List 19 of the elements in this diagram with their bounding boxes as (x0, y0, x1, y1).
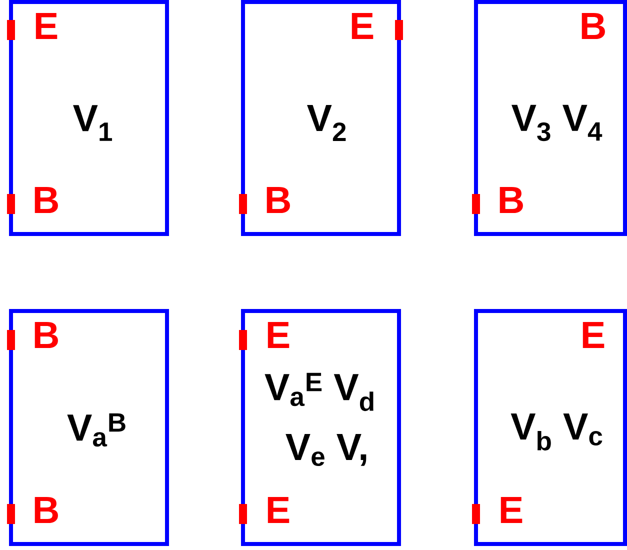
port-label: E (352, 12, 374, 40)
variable-label: V$_{3}$ V$_{4}$ (512, 104, 602, 142)
port-label: E (582, 322, 604, 348)
variable-label: V$_{b}$ V$_{c}$ (510, 414, 602, 450)
port-label: B (582, 12, 605, 40)
variable-label: V$_{a}$$^{E}$ V$_{d}$ (264, 372, 374, 412)
port-label: E (268, 322, 290, 348)
variable-label: V$_{e}$ V, (286, 434, 366, 466)
port-label: B (266, 186, 290, 214)
variable-label: V$_{2}$ (307, 105, 346, 141)
port-label: B (34, 186, 58, 214)
variable-label: V$_{1}$ (73, 105, 112, 141)
port-label: B (34, 496, 58, 524)
port-label: E (268, 496, 290, 524)
port-label: B (34, 322, 58, 348)
variable-label: V$_{a}$$^{B}$ (67, 413, 126, 447)
port-label: E (36, 12, 58, 40)
port-label: B (500, 186, 523, 214)
port-label: E (500, 496, 522, 524)
